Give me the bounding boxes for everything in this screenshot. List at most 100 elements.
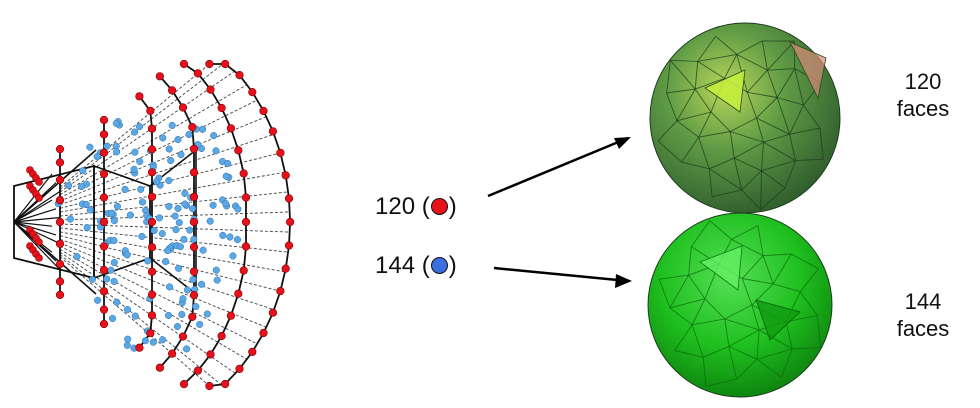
face-edge bbox=[691, 324, 704, 358]
top-faces-word: faces bbox=[896, 96, 950, 121]
blue-vertex bbox=[149, 338, 157, 346]
face-edge bbox=[731, 239, 764, 257]
blue-vertex-dot-icon bbox=[430, 257, 448, 274]
face-edge bbox=[702, 357, 707, 387]
dashed-edge bbox=[59, 227, 289, 253]
blue-vertex bbox=[83, 224, 91, 232]
face-edge bbox=[819, 128, 824, 160]
red-vertex bbox=[189, 217, 199, 227]
blue-vertex bbox=[181, 200, 189, 208]
face-edge bbox=[767, 68, 795, 71]
red-vertex bbox=[188, 312, 197, 322]
blue-vertex bbox=[168, 121, 176, 129]
blue-vertex bbox=[172, 226, 180, 234]
face-edge bbox=[756, 329, 760, 360]
blue-vertex bbox=[94, 296, 102, 304]
dashed-edge bbox=[59, 84, 248, 196]
red-vertex bbox=[189, 168, 199, 177]
face-edge bbox=[746, 92, 757, 119]
face-edge bbox=[728, 346, 738, 380]
graph-blue-vertices bbox=[54, 118, 242, 353]
blue-vertex bbox=[164, 247, 172, 255]
red-vertex bbox=[99, 169, 109, 179]
face-edge bbox=[688, 246, 692, 276]
red-vertex bbox=[35, 178, 43, 186]
face-edge bbox=[694, 61, 699, 90]
blue-vertex bbox=[113, 298, 121, 306]
polytope-144-faces-image bbox=[647, 212, 833, 398]
red-vertex bbox=[55, 260, 65, 269]
red-vertex bbox=[217, 103, 226, 113]
blue-vertex bbox=[165, 177, 173, 185]
red-vertex bbox=[99, 217, 109, 227]
face-edge bbox=[751, 304, 760, 331]
legend-blue-close-paren: ) bbox=[448, 252, 457, 279]
blue-vertex bbox=[137, 185, 145, 193]
face-edge bbox=[666, 92, 678, 121]
red-vertex bbox=[205, 59, 214, 69]
red-vertex bbox=[226, 124, 235, 133]
red-vertex bbox=[146, 329, 155, 338]
blue-vertex bbox=[131, 128, 139, 136]
highlighted-face bbox=[789, 41, 827, 100]
blue-vertex bbox=[138, 198, 147, 206]
legend-red-row: 120 () bbox=[375, 193, 457, 221]
red-vertex bbox=[35, 254, 43, 262]
face-edge bbox=[763, 253, 792, 257]
face-edge bbox=[773, 283, 801, 293]
blue-vertex bbox=[113, 148, 121, 156]
face-edge bbox=[711, 189, 742, 198]
red-vertex bbox=[155, 363, 164, 372]
red-vertex bbox=[55, 145, 65, 154]
red-vertex bbox=[234, 289, 243, 298]
blue-vertex bbox=[233, 236, 242, 244]
blue-vertex bbox=[229, 252, 237, 260]
red-vertex bbox=[241, 193, 251, 202]
face-edge bbox=[789, 104, 804, 135]
blue-vertex bbox=[103, 142, 111, 150]
arrowhead-120 bbox=[614, 137, 631, 149]
fan-edge bbox=[13, 221, 57, 236]
face-edge bbox=[756, 117, 790, 135]
red-vertex bbox=[35, 238, 43, 246]
fan-edge bbox=[13, 221, 61, 271]
red-vertex bbox=[55, 196, 65, 205]
blue-vertex bbox=[183, 286, 192, 294]
face-edge bbox=[703, 345, 730, 358]
red-vertex bbox=[284, 241, 294, 250]
face-edge bbox=[763, 133, 790, 143]
face-edge bbox=[794, 68, 804, 106]
red-vertex bbox=[99, 130, 109, 139]
blue-vertex bbox=[177, 151, 185, 159]
blue-vertex bbox=[108, 314, 117, 323]
red-vertex bbox=[147, 192, 157, 201]
blue-vertex bbox=[131, 148, 139, 156]
blue-vertex bbox=[219, 231, 227, 239]
face-edge bbox=[792, 346, 821, 350]
red-vertex bbox=[55, 277, 65, 286]
face-edge bbox=[761, 170, 786, 189]
red-vertex bbox=[178, 103, 188, 112]
face-edge bbox=[799, 268, 819, 292]
face-edge bbox=[758, 329, 793, 350]
blue-vertex bbox=[153, 178, 161, 186]
red-vertex bbox=[147, 243, 157, 252]
red-vertex bbox=[135, 343, 144, 352]
red-vertex bbox=[235, 70, 244, 80]
blue-vertex bbox=[197, 280, 206, 288]
face-edge bbox=[710, 111, 731, 132]
red-vertex bbox=[217, 331, 226, 341]
blue-vertex bbox=[222, 200, 230, 208]
dashed-edge bbox=[59, 116, 267, 202]
fan-edge bbox=[13, 199, 53, 223]
red-vertex bbox=[221, 379, 230, 389]
dashed-edge bbox=[59, 99, 258, 199]
red-vertex bbox=[239, 266, 248, 275]
face-edge bbox=[657, 120, 678, 142]
face-edge bbox=[681, 161, 710, 170]
red-vertex bbox=[99, 193, 109, 202]
blue-vertex bbox=[212, 147, 220, 155]
red-vertex bbox=[276, 287, 285, 296]
fan-edge bbox=[13, 149, 97, 223]
face-edge bbox=[670, 59, 698, 62]
